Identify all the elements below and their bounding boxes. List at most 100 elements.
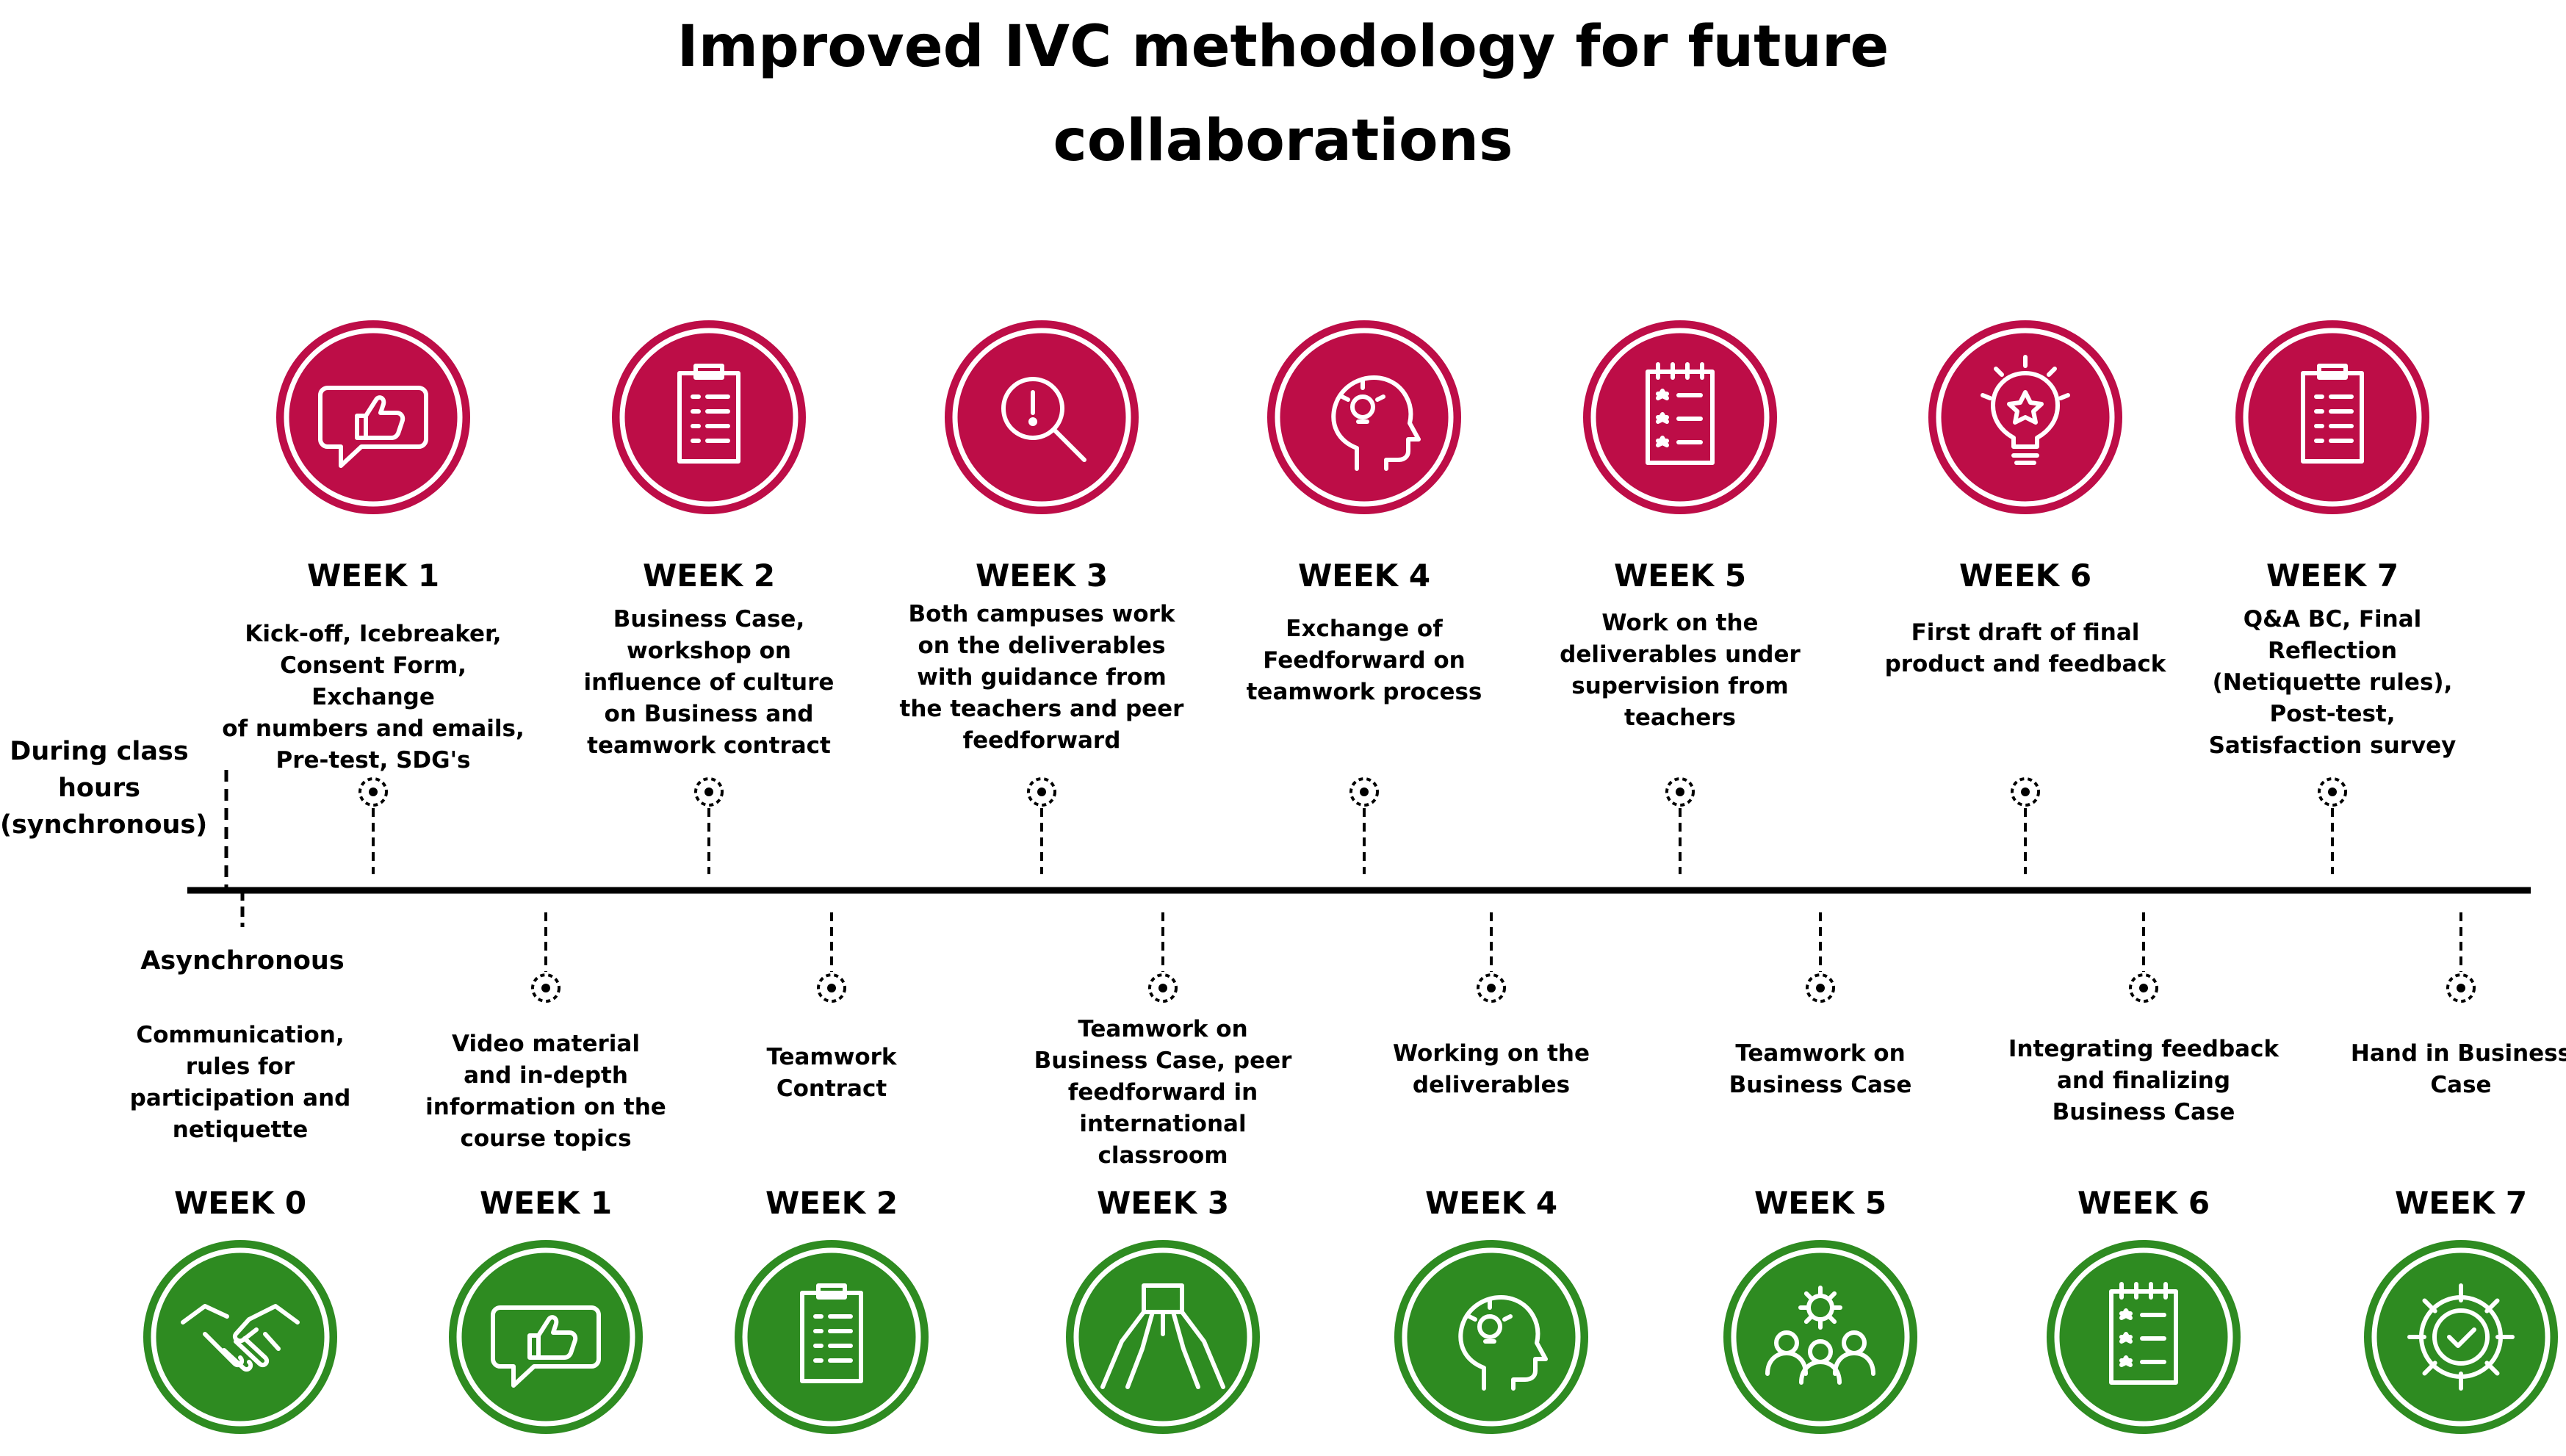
async-week-circle: [143, 1240, 337, 1434]
async-week-label: WEEK 3: [1096, 1185, 1230, 1221]
description-line: international: [1079, 1111, 1247, 1137]
async-label: Asynchronous: [140, 946, 345, 976]
description-line: of numbers and emails,: [222, 716, 525, 742]
description-line: deliverables: [1412, 1072, 1571, 1098]
sync-week-description: Kick-off, Icebreaker,Consent Form, Excha…: [219, 619, 527, 776]
gear-check-icon: [2407, 1283, 2515, 1391]
async-marker: [1148, 973, 1178, 1003]
description-line: on Business and: [604, 701, 814, 727]
lightbulb-star-icon: [1981, 355, 2070, 465]
description-line: Business Case: [1729, 1072, 1912, 1098]
description-line: Business Case: [2052, 1099, 2235, 1125]
async-week-description: Video material and in-depth information on…: [392, 1028, 700, 1155]
description-line: Teamwork: [766, 1044, 897, 1070]
async-marker: [1477, 973, 1506, 1003]
checklist-notepad-icon: [2109, 1282, 2178, 1385]
clipboard-icon: [800, 1283, 863, 1383]
sync-marker: [1027, 777, 1056, 807]
clipboard-icon: [2301, 364, 2364, 464]
async-week-circle: [1723, 1240, 1917, 1434]
description-line: with guidance from: [917, 664, 1167, 691]
async-week-circle: [1066, 1240, 1260, 1434]
async-week-label: WEEK 1: [479, 1185, 613, 1221]
sync-week-label: WEEK 2: [642, 558, 776, 594]
diagram-title: Improved IVC methodology for future coll…: [0, 0, 2566, 188]
description-line: feedforward in: [1067, 1079, 1258, 1106]
sync-week-label: WEEK 3: [975, 558, 1109, 594]
description-line: feedforward: [962, 727, 1121, 754]
title-line-1: Improved IVC methodology for future: [677, 14, 1889, 80]
async-week-label: WEEK 7: [2394, 1185, 2528, 1221]
sync-marker: [1349, 777, 1379, 807]
description-line: Reflection: [2267, 638, 2398, 664]
description-line: information on the: [425, 1094, 666, 1120]
async-week-label: WEEK 5: [1754, 1185, 1887, 1221]
sync-marker: [2318, 777, 2347, 807]
description-line: Teamwork on: [1078, 1016, 1248, 1042]
description-line: (Netiquette rules),: [2212, 669, 2453, 696]
sync-week-circle: [276, 320, 470, 514]
description-line: Post-test,: [2269, 701, 2396, 727]
description-line: participation and: [129, 1085, 351, 1111]
description-line: Exchange of: [1286, 616, 1443, 642]
async-marker: [2129, 973, 2158, 1003]
team-gear-icon: [1765, 1286, 1875, 1385]
description-line: classroom: [1098, 1142, 1228, 1169]
description-line: product and feedback: [1884, 651, 2166, 677]
thumbs-up-chat-icon: [491, 1305, 601, 1388]
async-week-label: WEEK 2: [765, 1185, 898, 1221]
sync-week-circle: [2235, 320, 2429, 514]
description-line: on the deliverables: [918, 633, 1166, 659]
async-marker: [1806, 973, 1835, 1003]
description-line: and in-depth: [464, 1062, 628, 1089]
description-line: Case: [2430, 1072, 2492, 1098]
sync-week-label: WEEK 7: [2266, 558, 2399, 594]
description-line: netiquette: [172, 1117, 309, 1143]
sync-marker: [2011, 777, 2040, 807]
description-line: rules for: [185, 1053, 295, 1080]
head-lightbulb-icon: [1458, 1295, 1548, 1391]
description-line: Video material: [452, 1031, 640, 1057]
description-line: First draft of final: [1911, 619, 2140, 646]
magnifier-icon: [1001, 377, 1086, 462]
description-line: workshop on: [626, 638, 791, 664]
sync-marker: [358, 777, 388, 807]
description-line: Working on the: [1392, 1040, 1590, 1067]
description-line: Contract: [776, 1075, 887, 1102]
sync-week-circle: [945, 320, 1139, 514]
description-line: and finalizing: [2056, 1067, 2231, 1094]
sync-week-label: WEEK 1: [306, 558, 440, 594]
description-line: Integrating feedback: [2008, 1036, 2280, 1062]
async-week-circle: [735, 1240, 929, 1434]
handshake-icon: [181, 1304, 300, 1372]
async-week-description: Working on the deliverables: [1337, 1038, 1646, 1101]
description-line: Satisfaction survey: [2208, 732, 2457, 759]
sync-week-label: WEEK 4: [1297, 558, 1431, 594]
description-line: Consent Form, Exchange: [280, 652, 466, 710]
async-week-description: Communication, rules for participation and…: [86, 1020, 394, 1146]
description-line: teachers: [1624, 704, 1736, 731]
description-line: teamwork contract: [587, 732, 831, 759]
description-line: Communication,: [136, 1022, 345, 1048]
description-line: influence of culture: [583, 669, 835, 696]
async-week-circle: [2364, 1240, 2558, 1434]
title-line-2: collaborations: [1053, 108, 1513, 174]
description-line: supervision from: [1571, 673, 1789, 699]
sync-week-description: First draft of final product and feedback: [1871, 617, 2180, 680]
joined-hands-icon: [1100, 1283, 1225, 1389]
description-line: teamwork process: [1246, 679, 1482, 705]
checklist-notepad-icon: [1646, 362, 1715, 465]
description-line: Q&A BC, Final: [2243, 606, 2422, 633]
head-lightbulb-icon: [1331, 375, 1421, 471]
sync-week-label: WEEK 6: [1958, 558, 2092, 594]
